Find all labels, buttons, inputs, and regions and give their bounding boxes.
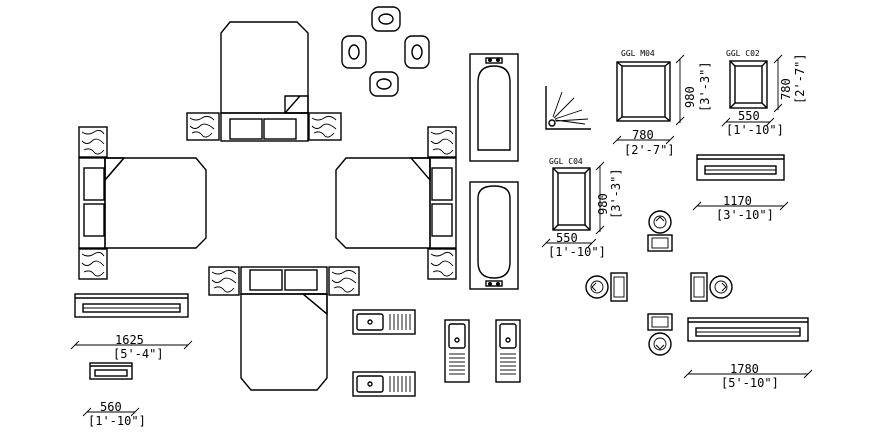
sill-1780-length: 1780 — [730, 362, 759, 376]
chair-top-icon — [371, 6, 401, 32]
bathtub-bottom — [469, 181, 519, 290]
window-m04-width: 780 — [632, 128, 654, 142]
window-m04-height: 980 — [683, 86, 697, 108]
bathtub-top — [469, 53, 519, 162]
chair-bottom-icon — [369, 71, 399, 97]
bed-left — [78, 126, 207, 280]
nightstand-top-left — [186, 112, 220, 141]
window-c04-height-imperial: [3'-3"] — [609, 168, 623, 219]
window-c04-height: 980 — [596, 193, 610, 215]
nightstand-right-bottom — [427, 248, 457, 280]
sill-1780-length-imperial: [5'-10"] — [721, 376, 779, 390]
bed-right — [335, 126, 457, 280]
window-m04-label: GGL M04 — [621, 49, 655, 58]
window-c02-height: 780 — [779, 78, 793, 100]
sink-vertical-right — [495, 319, 521, 383]
chair-left-icon — [341, 35, 367, 69]
window-sill-1625: 1625 [5'-4"] — [70, 293, 193, 361]
window-c04-label: GGL C04 — [549, 157, 583, 166]
window-c02-width-imperial: [1'-10"] — [726, 123, 784, 137]
window-m04-height-imperial: [3'-3"] — [698, 61, 712, 112]
window-c02: GGL C02 780 [2'-7"] 550 [1'-10"] — [721, 49, 807, 137]
sill-1170-length-imperial: [3'-10"] — [716, 208, 774, 222]
bed-bottom — [208, 266, 360, 391]
window-c04: GGL C04 980 [3'-3"] 550 [1'-10"] — [541, 157, 623, 259]
toilet-top-icon — [647, 210, 673, 252]
window-c02-height-imperial: [2'-7"] — [793, 53, 807, 104]
window-c02-width: 550 — [738, 109, 760, 123]
sill-1625-length: 1625 — [115, 333, 144, 347]
sill-1625-length-imperial: [5'-4"] — [113, 347, 164, 361]
sink-bottom — [352, 371, 416, 397]
nightstand-bottom-left — [208, 266, 240, 296]
window-sill-560: 560 [1'-10"] — [82, 362, 146, 428]
sink-top — [352, 309, 416, 335]
window-m04-width-imperial: [2'-7"] — [624, 143, 675, 157]
window-c02-label: GGL C02 — [726, 49, 760, 58]
window-c04-width: 550 — [556, 231, 578, 245]
chair-right-icon — [404, 35, 430, 69]
toilet-bottom-icon — [647, 313, 673, 356]
sill-560-length-imperial: [1'-10"] — [88, 414, 146, 428]
nightstand-left-top — [78, 126, 108, 158]
bed-top — [186, 21, 342, 142]
sill-560-length: 560 — [100, 400, 122, 414]
window-sill-1170: 1170 [3'-10"] — [692, 154, 789, 222]
nightstand-bottom-right — [328, 266, 360, 296]
sink-vertical-left — [444, 319, 470, 383]
window-m04: GGL M04 980 [3'-3"] 780 [2'-7"] — [612, 49, 712, 157]
window-c04-width-imperial: [1'-10"] — [548, 245, 606, 259]
sill-1170-length: 1170 — [723, 194, 752, 208]
window-sill-1780: 1780 [5'-10"] — [683, 317, 813, 390]
chair-set — [341, 6, 430, 97]
nightstand-top-right — [308, 112, 342, 141]
toilet-right-icon — [690, 272, 733, 302]
shower-corner-icon — [545, 86, 591, 130]
nightstand-left-bottom — [78, 248, 108, 280]
nightstand-right-top — [427, 126, 457, 158]
toilet-left-icon — [585, 272, 628, 302]
